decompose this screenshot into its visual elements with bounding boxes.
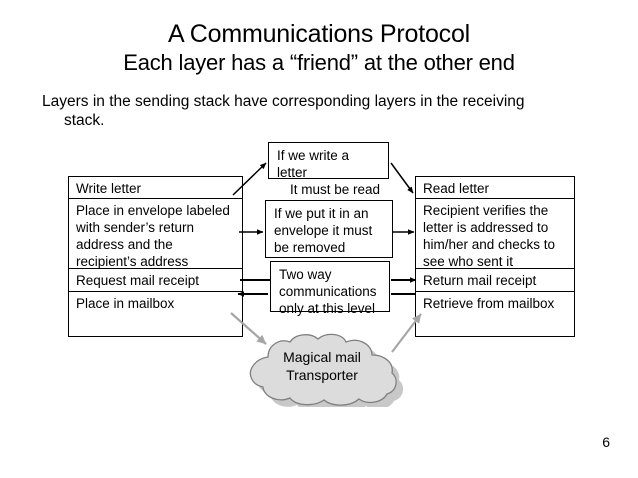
receiving-layer-recipient-verifies[interactable]: Recipient verifies the letter is address… (416, 199, 574, 269)
sending-layer-request-mail-receipt[interactable]: Request mail receipt (69, 269, 242, 292)
intro-line-2: stack. (64, 112, 105, 129)
sending-layer-write-letter[interactable]: Write letter (69, 177, 242, 199)
cloud-label-line-2: Transporter (286, 367, 358, 383)
page-title: A Communications Protocol (167, 20, 471, 48)
page-number: 6 (602, 434, 610, 450)
callout-envelope: If we put it in an envelope it must be r… (265, 200, 393, 258)
intro-line-1: Layers in the sending stack have corresp… (42, 93, 525, 110)
cloud-label-line-1: Magical mail (283, 349, 361, 365)
page-subtitle: Each layer has a “friend” at the other e… (123, 50, 515, 75)
receiving-stack: Read letter Recipient verifies the lette… (415, 176, 575, 337)
intro-paragraph: Layers in the sending stack have corresp… (42, 92, 598, 130)
cloud-shape (249, 333, 404, 413)
magical-mail-transporter-cloud (222, 333, 422, 413)
sending-layer-place-in-mailbox[interactable]: Place in mailbox (76, 296, 175, 311)
receiving-layer-read-letter[interactable]: Read letter (416, 177, 574, 199)
sending-stack: Write letter Place in envelope labeled w… (68, 176, 243, 337)
callout-two-way: Two way communications only at this leve… (270, 261, 390, 316)
cloud-label: Magical mail Transporter (222, 348, 422, 384)
receiving-layer-return-mail-receipt[interactable]: Return mail receipt (416, 269, 574, 292)
arrow-callout1-to-read (390, 162, 414, 194)
callout-1-line-1: If we write a letter (277, 148, 350, 180)
callout-write-read: If we write a letter It must be read (268, 142, 389, 197)
receiving-layer-retrieve-from-mailbox[interactable]: Retrieve from mailbox (423, 296, 555, 311)
sending-layer-place-in-envelope[interactable]: Place in envelope labeled with sender’s … (69, 199, 242, 269)
callout-1-line-2: It must be read (290, 182, 381, 197)
